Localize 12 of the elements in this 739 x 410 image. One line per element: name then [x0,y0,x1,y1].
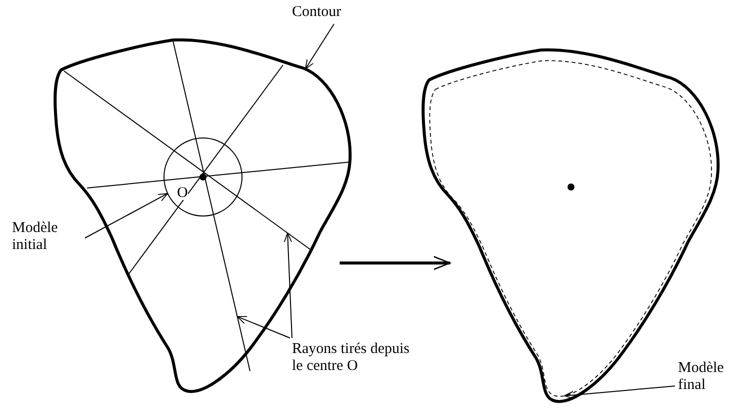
callout-text: Modèle initial [12,220,82,254]
leader-line [564,386,676,400]
callout-text: Rayons tirés depuis le centre O [292,341,422,375]
leader-line [304,24,334,70]
callout-text: Contour [292,4,342,21]
leader-line [236,316,290,338]
arrow [340,256,451,270]
initial-model-circle [164,138,242,216]
leader-line [284,232,292,338]
callout-text: Modèle final [678,360,728,394]
point-label: O [177,186,188,200]
leader-line [84,192,168,238]
